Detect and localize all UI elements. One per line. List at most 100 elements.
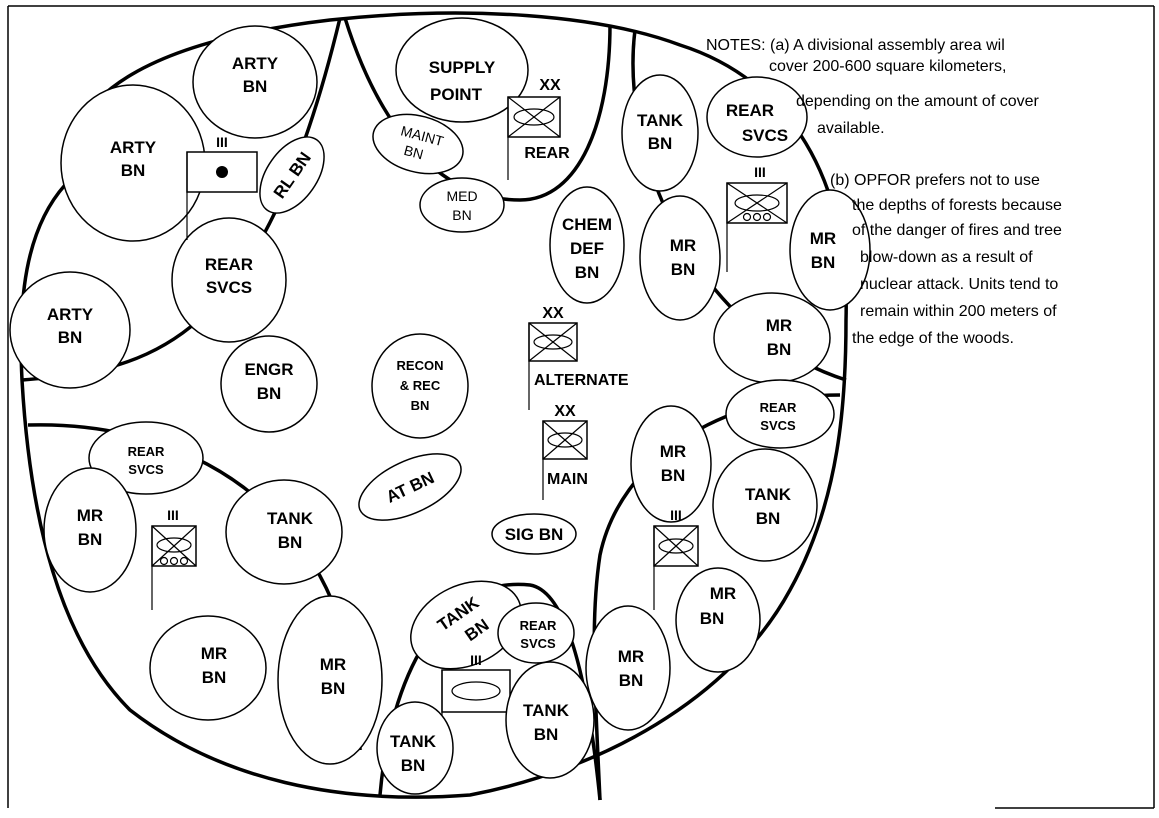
hq-label: MAIN	[547, 471, 588, 488]
med-bn-unit: MED BN	[419, 177, 505, 233]
echelon-marker: III	[754, 164, 766, 180]
unit-label: BN	[756, 509, 781, 528]
note-b-line: the edge of the woods.	[852, 330, 1014, 347]
tank-bn-unit-se: TANK BN	[712, 448, 818, 562]
unit-label: MR	[618, 647, 644, 666]
tank-bn-unit-s1: TANK BN	[410, 580, 522, 670]
unit-label: BN	[243, 77, 268, 96]
unit-label: BN	[619, 671, 644, 690]
mr-bn-unit-ne1: MR BN	[639, 195, 721, 321]
unit-label: ARTY	[47, 305, 94, 324]
hq-label: REAR	[524, 145, 570, 162]
note-b-line: nuclear attack. Units tend to	[860, 276, 1058, 293]
mr-bn-unit-se2: MR BN	[675, 567, 761, 673]
echelon-marker: III	[470, 652, 482, 668]
echelon-marker: III	[167, 507, 179, 523]
unit-label: BN	[575, 263, 600, 282]
unit-label: REAR	[726, 101, 774, 120]
unit-label: BN	[671, 260, 696, 279]
arty-bn-unit-3: ARTY BN	[9, 271, 131, 389]
unit-label: ENGR	[244, 360, 293, 379]
unit-label: BN	[411, 398, 430, 413]
unit-label: DEF	[570, 239, 604, 258]
unit-label: MR	[77, 506, 103, 525]
arty-bn-unit-2: ARTY BN	[60, 84, 206, 242]
recon-bn-unit: RECON & REC BN	[371, 333, 469, 439]
engr-bn-unit: ENGR BN	[220, 335, 318, 433]
motor-rifle-regiment-symbol-sw: III	[151, 507, 197, 610]
unit-label: BN	[121, 161, 146, 180]
echelon-marker: XX	[542, 305, 564, 322]
tank-bn-unit-s2: TANK BN	[505, 661, 595, 779]
unit-label: SIG BN	[505, 525, 564, 544]
tank-regiment-symbol-s: III	[441, 652, 511, 760]
assembly-area-outline	[19, 11, 848, 799]
rear-svcs-unit-nw: REAR SVCS	[171, 217, 287, 343]
unit-label: BN	[401, 756, 426, 775]
rear-hq-symbol: XX REAR	[507, 77, 570, 180]
rear-svcs-unit-s: REAR SVCS	[497, 602, 575, 664]
unit-label: BN	[767, 340, 792, 359]
note-a-line: depending on the amount of cover	[796, 93, 1040, 110]
note-b-line: remain within 200 meters of	[860, 303, 1057, 320]
unit-label: SVCS	[128, 462, 164, 477]
unit-label: MR	[810, 229, 836, 248]
unit-label: SVCS	[520, 636, 556, 651]
unit-label: POINT	[430, 85, 483, 104]
echelon-marker: III	[216, 134, 228, 150]
unit-label: TANK	[523, 701, 570, 720]
unit-label: BN	[402, 142, 425, 162]
unit-label: SUPPLY	[429, 58, 496, 77]
unit-label: BN	[257, 384, 282, 403]
rear-svcs-unit-ne: REAR SVCS	[706, 76, 808, 158]
frame	[7, 5, 1155, 809]
unit-label: TANK	[637, 111, 684, 130]
tank-bn-unit-sw: TANK BN	[225, 479, 343, 585]
unit-label: REAR	[520, 618, 557, 633]
unit-label: BN	[534, 725, 559, 744]
unit-label: TANK	[390, 732, 437, 751]
artillery-dot-icon	[216, 166, 228, 178]
unit-label: ARTY	[110, 138, 157, 157]
artillery-regiment-symbol: III	[186, 134, 258, 240]
unit-label: MR	[710, 584, 736, 603]
unit-label: SVCS	[206, 278, 252, 297]
mr-bn-unit-se1: MR BN	[630, 405, 712, 523]
unit-label: MR	[766, 316, 792, 335]
sector-divider-north	[343, 17, 612, 202]
unit-label: ARTY	[232, 54, 279, 73]
rear-svcs-unit-sw: REAR SVCS	[88, 421, 204, 495]
unit-label: MR	[320, 655, 346, 674]
supply-point-unit: SUPPLY POINT	[395, 17, 529, 123]
mr-bn-unit-sw2: MR BN	[149, 615, 267, 721]
notes-b: (b) OPFOR prefers not to use the depths …	[830, 172, 1062, 347]
mr-bn-unit-ne3: MR BN	[713, 292, 831, 384]
note-b-line: (b) OPFOR prefers not to use	[830, 172, 1040, 189]
motor-rifle-regiment-symbol-se: III	[653, 507, 699, 610]
unit-label: MED	[446, 188, 477, 204]
unit-label: BN	[452, 207, 471, 223]
tank-bn-unit-s3: TANK BN	[376, 701, 454, 795]
at-bn-unit: AT BN	[358, 453, 462, 521]
chem-def-bn-unit: CHEM DEF BN	[549, 186, 625, 304]
note-a-line: available.	[817, 120, 885, 137]
hq-label: ALTERNATE	[534, 372, 629, 389]
echelon-marker: III	[670, 507, 682, 523]
unit-label: TANK	[267, 509, 314, 528]
unit-label: BN	[278, 533, 303, 552]
motor-rifle-regiment-symbol-ne: III	[726, 164, 788, 272]
unit-label: MR	[670, 236, 696, 255]
note-b-line: blow-down as a result of	[860, 249, 1033, 266]
unit-label: BN	[78, 530, 103, 549]
notes-a: NOTES: (a) A divisional assembly area wi…	[706, 37, 1040, 137]
unit-label: BN	[648, 134, 673, 153]
note-a-line: NOTES: (a) A divisional assembly area wi…	[706, 37, 1005, 54]
echelon-marker: XX	[539, 77, 561, 94]
unit-label: MR	[660, 442, 686, 461]
maint-bn-unit: MAINT BN	[372, 113, 464, 175]
unit-label: REAR	[128, 444, 165, 459]
unit-label: BN	[321, 679, 346, 698]
main-hq-symbol: XX MAIN	[542, 403, 588, 500]
unit-label: REAR	[760, 400, 797, 415]
